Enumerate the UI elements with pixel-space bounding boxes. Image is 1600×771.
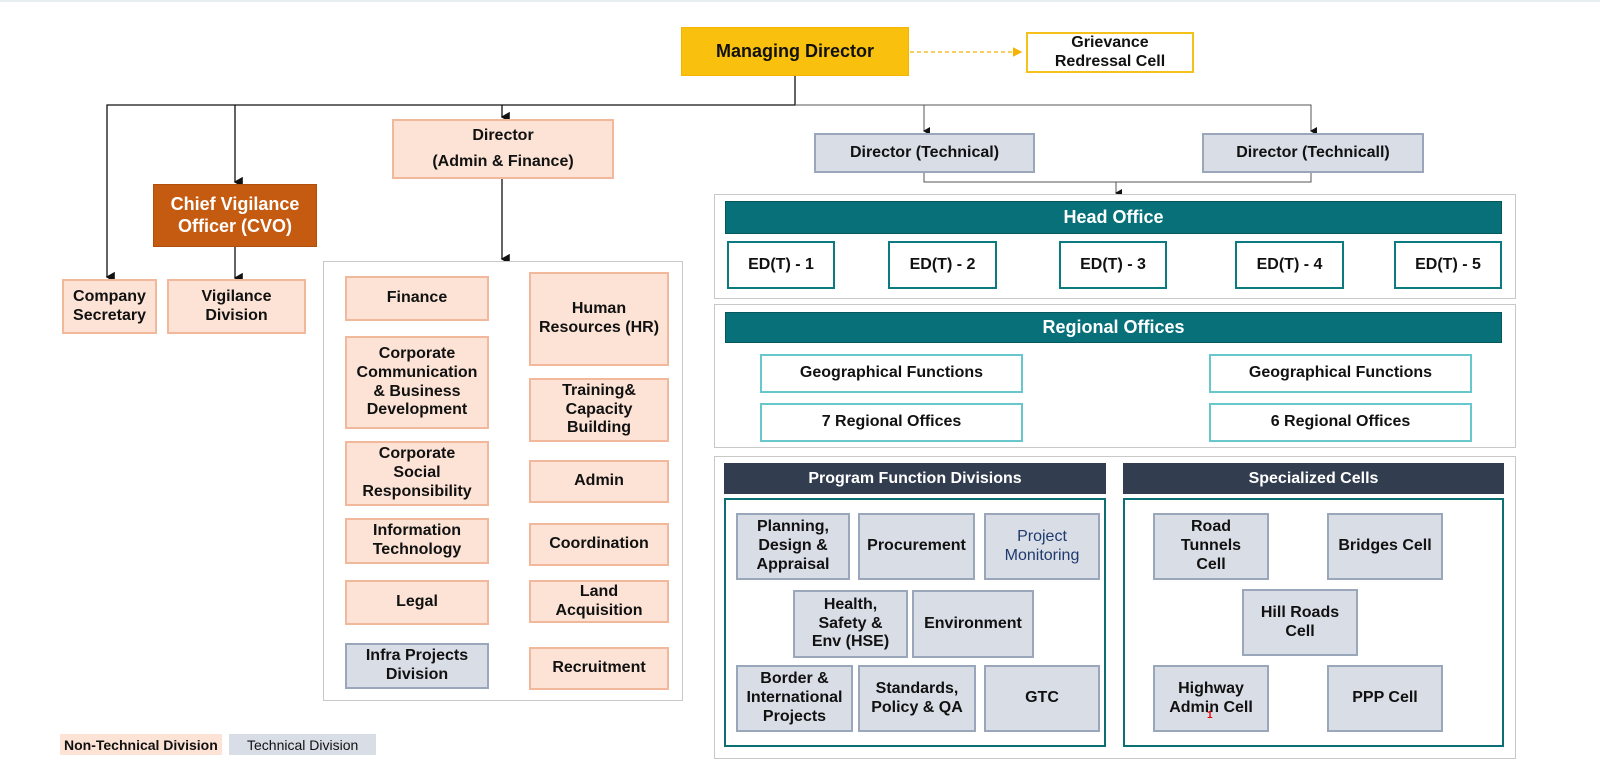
company-secretary-box: Company Secretary [62, 279, 157, 334]
ed-t-4-box: ED(T) - 4 [1235, 241, 1344, 289]
infra-projects-division-box: Infra Projects Division [345, 643, 489, 689]
six-regional-offices-box: 6 Regional Offices [1209, 403, 1472, 442]
head-office-header: Head Office [725, 201, 1502, 234]
ppp-cell-box: PPP Cell [1327, 665, 1443, 732]
gtc-box: GTC [984, 665, 1100, 732]
geographical-functions-left: Geographical Functions [760, 354, 1023, 393]
footnote-marker: 1 [1207, 710, 1213, 721]
planning-design-appraisal-box: Planning, Design & Appraisal [736, 513, 850, 580]
program-function-divisions-header: Program Function Divisions [724, 463, 1106, 494]
legend-non-technical: Non-Technical Division [60, 734, 222, 755]
managing-director-box: Managing Director [681, 27, 909, 76]
geographical-functions-right: Geographical Functions [1209, 354, 1472, 393]
director-admin-finance-box: Director (Admin & Finance) [392, 119, 614, 179]
tech-merge [923, 172, 1312, 193]
ed-t-3-box: ED(T) - 3 [1059, 241, 1167, 289]
information-technology-box: Information Technology [345, 518, 489, 564]
top-rule [0, 0, 1600, 2]
corporate-communication-box: Corporate Communication & Business Devel… [345, 336, 489, 429]
vigilance-division-box: Vigilance Division [167, 279, 306, 334]
hill-roads-cell-box: Hill Roads Cell [1242, 589, 1358, 656]
ed-t-1-box: ED(T) - 1 [727, 241, 835, 289]
land-acquisition-box: Land Acquisition [529, 580, 669, 623]
finance-box: Finance [345, 276, 489, 321]
to-director-tech [795, 104, 1317, 135]
grievance-redressal-cell: Grievance Redressal Cell [1026, 32, 1194, 73]
ed-t-2-box: ED(T) - 2 [888, 241, 997, 289]
environment-box: Environment [912, 590, 1034, 658]
legal-box: Legal [345, 580, 489, 625]
hse-box: Health, Safety & Env (HSE) [793, 590, 908, 658]
seven-regional-offices-box: 7 Regional Offices [760, 403, 1023, 442]
md-trunk [105, 76, 796, 283]
standards-policy-qa-box: Standards, Policy & QA [858, 665, 976, 732]
human-resources-box: Human Resources (HR) [529, 272, 669, 366]
border-international-box: Border & International Projects [736, 665, 853, 732]
chief-vigilance-officer-box: Chief Vigilance Officer (CVO) [153, 184, 317, 247]
director-technical-2-box: Director (Technicall) [1202, 133, 1424, 173]
procurement-box: Procurement [858, 513, 975, 580]
admin-box: Admin [529, 460, 669, 503]
bridges-cell-box: Bridges Cell [1327, 513, 1443, 580]
project-monitoring-box: Project Monitoring [984, 513, 1100, 580]
director-technical-1-box: Director (Technical) [814, 133, 1035, 173]
road-tunnels-cell-box: Road Tunnels Cell [1153, 513, 1269, 580]
legend-technical: Technical Division [229, 734, 377, 755]
recruitment-box: Recruitment [529, 647, 669, 690]
ed-t-5-box: ED(T) - 5 [1394, 241, 1502, 289]
specialized-cells-header: Specialized Cells [1123, 463, 1504, 494]
csr-box: Corporate Social Responsibility [345, 441, 489, 506]
training-capacity-box: Training& Capacity Building [529, 378, 669, 442]
regional-offices-header: Regional Offices [725, 312, 1502, 343]
coordination-box: Coordination [529, 523, 669, 566]
highway-admin-cell-box: Highway Admin Cell [1153, 665, 1269, 732]
